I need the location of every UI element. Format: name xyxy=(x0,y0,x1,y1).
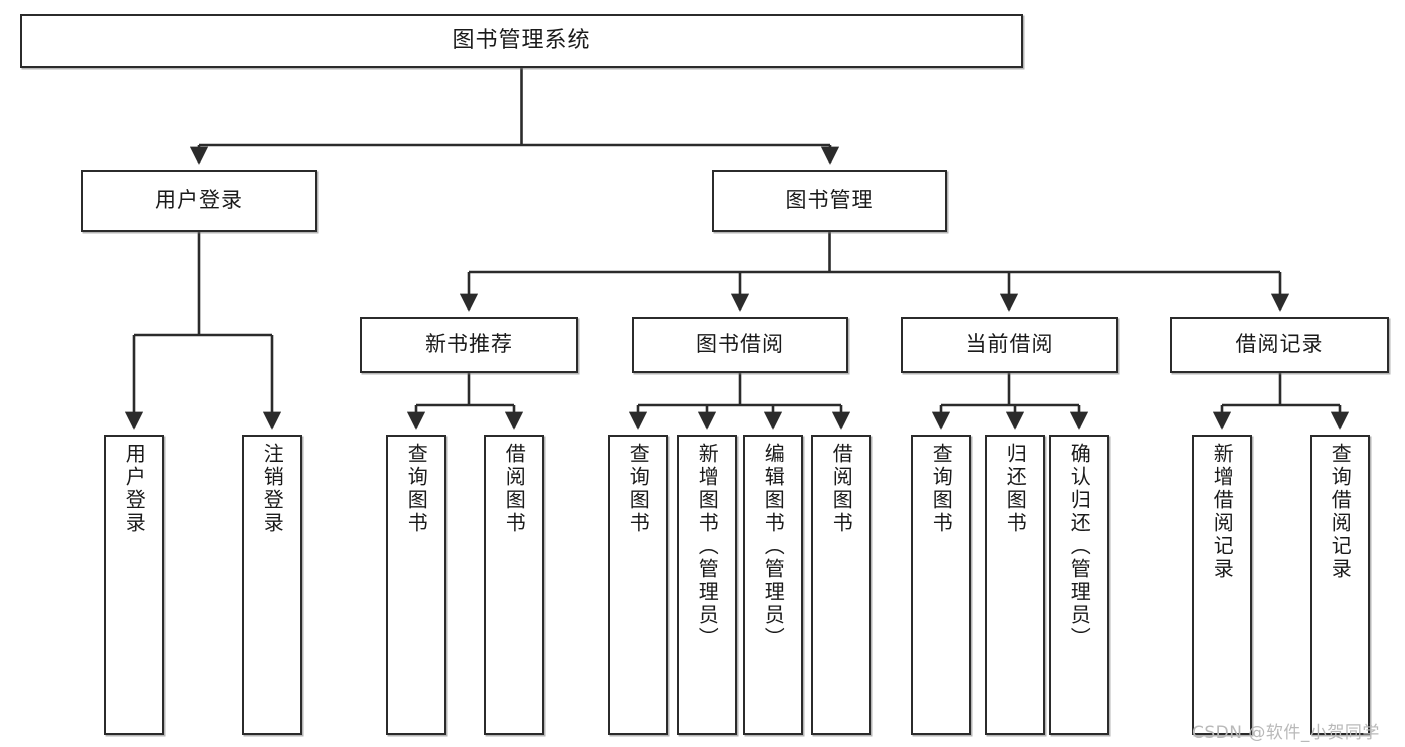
node-leaf-user-logout-label: 注销登录 xyxy=(260,443,285,535)
node-book-borrow-label: 图书借阅 xyxy=(696,332,784,357)
node-leaf-query-book-1-label: 查询图书 xyxy=(404,443,429,535)
node-leaf-add-book[interactable]: 新增图书（管理员） xyxy=(677,435,737,735)
node-book-borrow[interactable]: 图书借阅 xyxy=(632,317,848,373)
node-leaf-borrow-book-1-label: 借阅图书 xyxy=(502,443,527,535)
node-new-book-recommend-label: 新书推荐 xyxy=(425,332,513,357)
node-leaf-query-book-2-label: 查询图书 xyxy=(626,443,651,535)
node-leaf-confirm-return-label: 确认归还（管理员） xyxy=(1067,443,1092,650)
node-user-login-label: 用户登录 xyxy=(155,188,243,213)
node-leaf-return-book[interactable]: 归还图书 xyxy=(985,435,1045,735)
edges-group xyxy=(124,68,1350,430)
node-borrow-record-label: 借阅记录 xyxy=(1235,332,1324,357)
node-root-label: 图书管理系统 xyxy=(452,27,591,53)
node-user-login[interactable]: 用户登录 xyxy=(81,170,317,232)
watermark-text: CSDN @软件_小贺同学 xyxy=(1192,723,1380,743)
node-borrow-record[interactable]: 借阅记录 xyxy=(1170,317,1389,373)
node-leaf-query-book-3-label: 查询图书 xyxy=(929,443,954,535)
node-leaf-edit-book[interactable]: 编辑图书（管理员） xyxy=(743,435,803,735)
node-leaf-user-login-label: 用户登录 xyxy=(122,443,147,535)
node-leaf-add-borrow-record[interactable]: 新增借阅记录 xyxy=(1192,435,1252,735)
node-leaf-add-book-label: 新增图书（管理员） xyxy=(695,443,720,650)
node-root[interactable]: 图书管理系统 xyxy=(20,14,1023,68)
node-book-manage-label: 图书管理 xyxy=(785,188,874,213)
node-leaf-query-book-3[interactable]: 查询图书 xyxy=(911,435,971,735)
node-leaf-add-borrow-record-label: 新增借阅记录 xyxy=(1210,443,1235,581)
node-leaf-query-borrow-record[interactable]: 查询借阅记录 xyxy=(1310,435,1370,735)
node-current-borrow-label: 当前借阅 xyxy=(965,332,1054,357)
node-leaf-edit-book-label: 编辑图书（管理员） xyxy=(761,443,786,650)
node-leaf-user-login[interactable]: 用户登录 xyxy=(104,435,164,735)
node-leaf-return-book-label: 归还图书 xyxy=(1003,443,1028,535)
node-leaf-borrow-book-2[interactable]: 借阅图书 xyxy=(811,435,871,735)
node-leaf-confirm-return[interactable]: 确认归还（管理员） xyxy=(1049,435,1109,735)
node-leaf-borrow-book-1[interactable]: 借阅图书 xyxy=(484,435,544,735)
watermark: CSDN @软件_小贺同学 xyxy=(1192,718,1380,743)
node-new-book-recommend[interactable]: 新书推荐 xyxy=(360,317,578,373)
node-leaf-user-logout[interactable]: 注销登录 xyxy=(242,435,302,735)
node-current-borrow[interactable]: 当前借阅 xyxy=(901,317,1118,373)
node-leaf-query-book-1[interactable]: 查询图书 xyxy=(386,435,446,735)
node-book-manage[interactable]: 图书管理 xyxy=(712,170,947,232)
node-leaf-query-book-2[interactable]: 查询图书 xyxy=(608,435,668,735)
node-leaf-borrow-book-2-label: 借阅图书 xyxy=(829,443,854,535)
node-leaf-query-borrow-record-label: 查询借阅记录 xyxy=(1328,443,1353,581)
